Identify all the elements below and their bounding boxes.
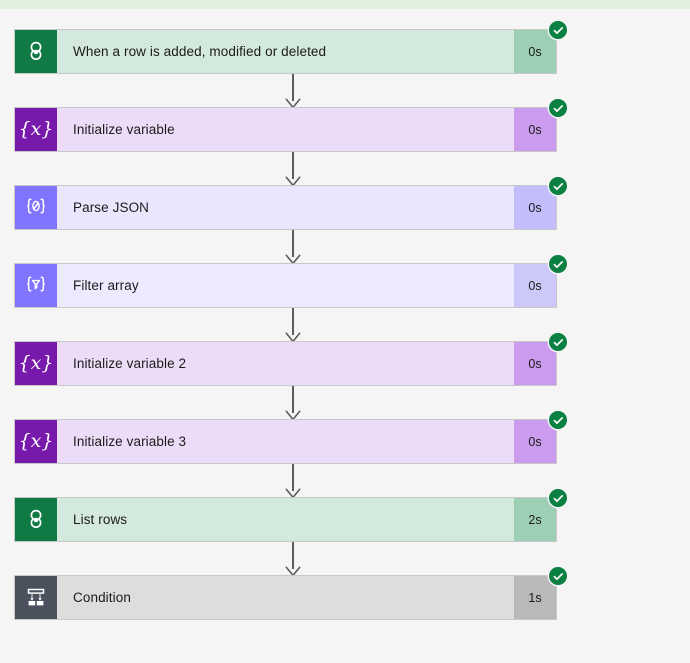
flow-connector-arrow	[280, 74, 306, 109]
flow-node-label: Initialize variable 3	[57, 420, 514, 463]
flow-node-label: List rows	[57, 498, 514, 541]
flow-node-when-a-row-is-added-modified-or-deleted[interactable]: When a row is added, modified or deleted…	[14, 21, 567, 74]
condition-icon	[15, 576, 57, 619]
connector-arrowhead	[285, 486, 301, 499]
status-succeeded-badge	[549, 21, 567, 39]
connector-line	[292, 308, 294, 335]
flow-connector-arrow	[280, 542, 306, 577]
connector-arrowhead	[285, 408, 301, 421]
flow-connector-arrow	[280, 386, 306, 421]
connector-line	[292, 152, 294, 179]
flow-connector-arrow	[280, 308, 306, 343]
connector-line	[292, 74, 294, 101]
flow-node-card[interactable]: When a row is added, modified or deleted…	[14, 29, 557, 74]
status-succeeded-badge	[549, 99, 567, 117]
flow-node-duration: 0s	[514, 30, 556, 73]
parse-json-icon	[15, 186, 57, 229]
initialize-variable-icon: {x}	[15, 108, 57, 151]
flow-run-canvas[interactable]: When a row is added, modified or deleted…	[0, 9, 690, 663]
flow-connector-arrow	[280, 230, 306, 265]
flow-connector-arrow	[280, 152, 306, 187]
dataverse-icon	[15, 30, 57, 73]
connector-arrowhead	[285, 252, 301, 265]
status-succeeded-badge	[549, 411, 567, 429]
status-succeeded-badge	[549, 177, 567, 195]
dataverse-icon	[15, 498, 57, 541]
flow-node-label: Filter array	[57, 264, 514, 307]
connector-line	[292, 464, 294, 491]
connector-line	[292, 230, 294, 257]
connector-arrowhead	[285, 174, 301, 187]
flow-node-label: Initialize variable	[57, 108, 514, 151]
flow-node-duration: 0s	[514, 420, 556, 463]
status-succeeded-badge	[549, 255, 567, 273]
flow-node-duration: 0s	[514, 108, 556, 151]
filter-array-icon	[15, 264, 57, 307]
flow-node-label: Condition	[57, 576, 514, 619]
flow-node-label: When a row is added, modified or deleted	[57, 30, 514, 73]
connector-arrowhead	[285, 96, 301, 109]
flow-node-label: Initialize variable 2	[57, 342, 514, 385]
connector-line	[292, 386, 294, 413]
initialize-variable-icon: {x}	[15, 420, 57, 463]
status-succeeded-badge	[549, 489, 567, 507]
flow-node-label: Parse JSON	[57, 186, 514, 229]
status-succeeded-badge	[549, 333, 567, 351]
flow-node-duration: 0s	[514, 186, 556, 229]
flow-node-duration: 2s	[514, 498, 556, 541]
status-succeeded-badge	[549, 567, 567, 585]
connector-line	[292, 542, 294, 569]
flow-node-duration: 1s	[514, 576, 556, 619]
connector-arrowhead	[285, 330, 301, 343]
page-top-accent-strip	[0, 0, 690, 9]
flow-connector-arrow	[280, 464, 306, 499]
initialize-variable-icon: {x}	[15, 342, 57, 385]
connector-arrowhead	[285, 564, 301, 577]
flow-node-duration: 0s	[514, 264, 556, 307]
flow-node-duration: 0s	[514, 342, 556, 385]
